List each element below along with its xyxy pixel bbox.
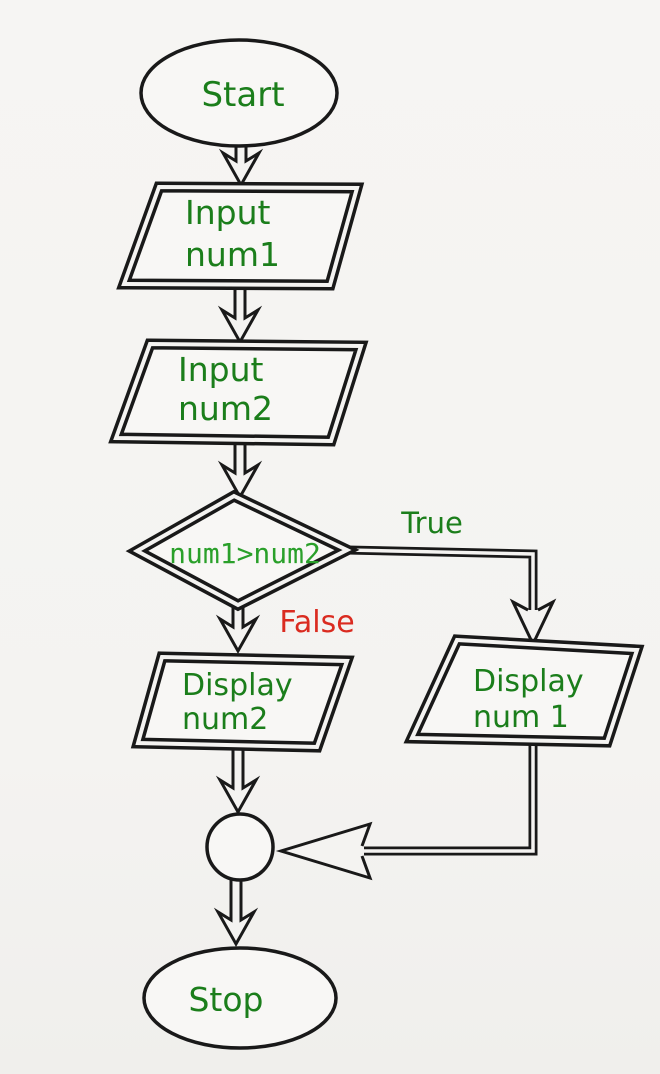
arrow-decision-to-display-num2 <box>215 600 261 655</box>
true-branch-line-gap <box>346 548 535 612</box>
display-num2-outline-gap <box>135 654 350 750</box>
edge-display-num1-to-connector <box>275 744 538 881</box>
decision-condition-label: num1>num2 <box>169 537 321 570</box>
input-num1-label-line1: Input <box>185 193 271 232</box>
input-num1-label-line2: num1 <box>185 235 280 274</box>
node-display-num1 <box>403 634 645 748</box>
labels-layer: Start Input num1 Input num2 num1>num2 Tr… <box>169 75 583 1019</box>
true-branch-label: True <box>400 506 463 540</box>
node-input-num1 <box>116 181 365 291</box>
arrow-input1-to-input2 <box>217 282 263 346</box>
input-num2-outline-gap <box>113 341 364 444</box>
decision-outline-gap <box>132 493 352 608</box>
node-start-ellipse <box>139 38 339 148</box>
node-input-num2 <box>108 338 369 447</box>
arrow-display-num2-to-connector <box>215 742 261 816</box>
node-connector-circle <box>205 812 275 882</box>
input-num2-label-line1: Input <box>178 350 264 389</box>
stop-label: Stop <box>188 980 263 1019</box>
node-stop-ellipse <box>142 946 338 1050</box>
display-num1-label-line1: Display <box>473 664 584 699</box>
display-num1-label-line2: num 1 <box>473 700 569 735</box>
node-display-num2 <box>130 651 355 753</box>
return-line-gap <box>364 744 535 853</box>
edges-layer <box>213 144 557 948</box>
display-num2-label-line1: Display <box>182 668 293 703</box>
arrow-start-to-input1 <box>218 144 264 189</box>
node-decision <box>125 489 360 612</box>
input-num2-label-line2: num2 <box>178 389 273 428</box>
start-label: Start <box>201 75 284 115</box>
display-num1-outline-gap <box>408 637 640 745</box>
nodes-layer <box>108 38 645 1050</box>
false-branch-label: False <box>279 605 354 640</box>
display-num2-label-line2: num2 <box>182 702 268 737</box>
arrow-connector-to-stop <box>213 878 259 948</box>
edge-true-branch <box>346 545 557 648</box>
true-branch-line <box>346 545 538 612</box>
return-line <box>364 744 538 856</box>
return-arrowhead <box>275 821 373 881</box>
input-num1-outline-gap <box>121 184 360 288</box>
